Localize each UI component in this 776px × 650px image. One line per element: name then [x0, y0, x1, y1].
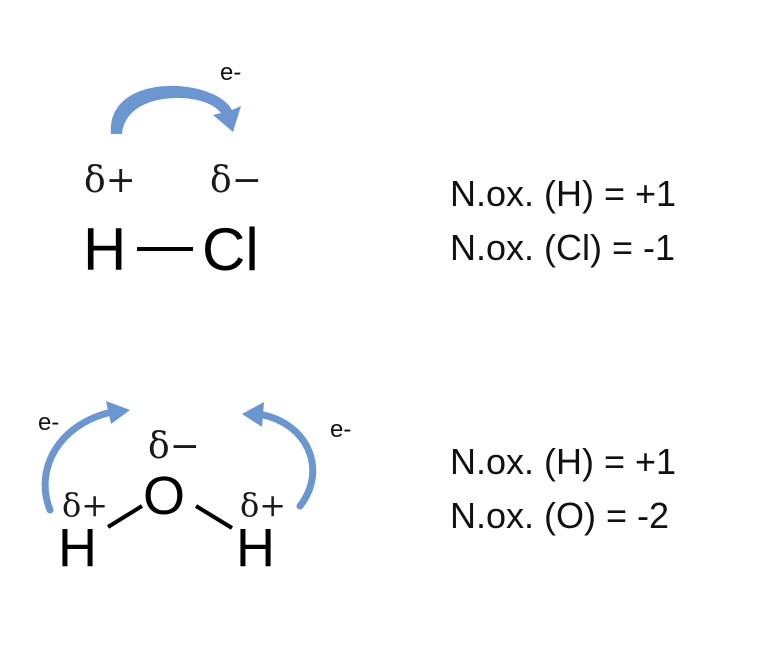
hcl-electron-arrow: [110, 85, 241, 134]
water-nox-o: N.ox. (O) = -2: [450, 495, 669, 536]
hcl-partial-positive: δ+: [84, 160, 136, 201]
water-arrowhead-left: [106, 401, 130, 424]
water-molecule: e- e- δ− δ+ δ+ O H H: [38, 401, 351, 578]
water-bond-right: [194, 504, 234, 530]
water-atom-h-right: H: [236, 518, 275, 578]
water-electron-label-left: e-: [38, 409, 59, 436]
water-atom-o: O: [143, 466, 185, 526]
hcl-electron-label: e-: [220, 59, 241, 86]
water-oxidation-numbers: N.ox. (H) = +1 N.ox. (O) = -2: [450, 441, 676, 536]
hcl-partial-negative: δ−: [210, 160, 262, 201]
hcl-atom-h: H: [83, 216, 126, 283]
hcl-atom-cl: Cl: [202, 216, 259, 283]
water-electron-arrow-right: [254, 410, 317, 510]
hcl-nox-cl: N.ox. (Cl) = -1: [450, 227, 675, 268]
water-atom-h-left: H: [58, 518, 97, 578]
water-electron-arrow-left: [41, 408, 116, 514]
water-bond-left: [106, 504, 144, 529]
water-partial-negative: δ−: [148, 426, 200, 467]
hcl-nox-h: N.ox. (H) = +1: [450, 173, 676, 214]
water-partial-positive-right: δ+: [240, 486, 286, 524]
water-partial-positive-left: δ+: [62, 486, 108, 524]
water-nox-h: N.ox. (H) = +1: [450, 441, 676, 482]
hcl-oxidation-numbers: N.ox. (H) = +1 N.ox. (Cl) = -1: [450, 173, 676, 268]
water-arrowhead-right: [242, 402, 264, 427]
water-electron-label-right: e-: [330, 416, 351, 443]
hcl-molecule: e- δ+ δ− H Cl: [83, 59, 262, 283]
